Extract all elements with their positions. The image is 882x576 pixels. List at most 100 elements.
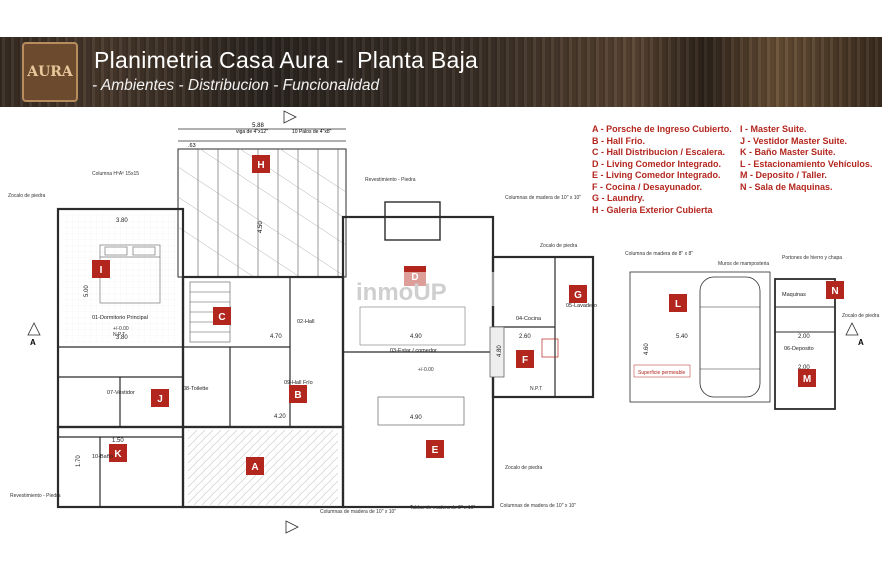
marker-n: N xyxy=(831,286,838,297)
deposito-walls xyxy=(774,278,836,410)
cooktop-icon xyxy=(541,338,559,358)
floor-plan: 5.88 viga de 4"x12" 10 Palos de 4"x8" .6… xyxy=(0,107,882,538)
marker-l: L xyxy=(675,299,681,310)
marker-g: G xyxy=(574,290,582,301)
dining-table-icon xyxy=(377,396,465,426)
superficie-label: Superficie permeable xyxy=(638,370,685,376)
legend-item-h: H - Galeria Exterior Cubierta xyxy=(592,204,713,215)
wood-texture xyxy=(0,37,882,107)
columnas-bottom-1: Columnas de madera de 10" x 10" xyxy=(320,509,396,515)
legend-item-l: L - Estacionamiento Vehículos. xyxy=(740,158,873,169)
dim-380-top: 3.80 xyxy=(116,218,128,224)
legend-item-k: K - Baño Master Suite. xyxy=(740,147,836,157)
bed-icon xyxy=(99,244,161,304)
dim-588: 5.88 xyxy=(252,123,264,129)
header-banner xyxy=(0,37,882,107)
tablas-label: Tablas de madera de 2" x 10" xyxy=(410,505,475,511)
legend-item-m: M - Deposito / Taller. xyxy=(740,170,827,180)
legend-item-c: C - Hall Distribucion / Escalera. xyxy=(592,147,726,157)
dim-490-a: 4.90 xyxy=(410,334,422,340)
columna-hpa: Columna HºAº 15x15 xyxy=(92,171,139,177)
marker-m: M xyxy=(803,374,811,385)
legend-item-a: A - Porsche de Ingreso Cubierto. xyxy=(592,124,732,134)
legend-item-j: J - Vestidor Master Suite. xyxy=(740,135,848,146)
dim-150: 1.50 xyxy=(112,438,124,444)
marker-k-box xyxy=(109,444,127,462)
marker-c-box xyxy=(213,307,231,325)
dim-490-b: 4.90 xyxy=(410,415,422,421)
marker-c: C xyxy=(218,312,225,323)
room-deposito: 06-Deposito xyxy=(784,346,814,352)
superficie-box xyxy=(633,364,691,378)
room-vestidor: 07-Vestidor xyxy=(107,390,135,396)
watermark: inmoUP xyxy=(356,279,447,306)
sofa-icon xyxy=(359,306,466,346)
dim-200-b: 2.00 xyxy=(798,365,810,371)
room-toilette: 08-Toilette xyxy=(183,386,208,392)
kitchen-island-icon xyxy=(489,326,505,378)
legend-col-2: I - Master Suite. J - Vestidor Master Su… xyxy=(740,124,872,193)
room-markers xyxy=(92,155,844,475)
marker-n-box xyxy=(826,281,844,299)
room-bano: 10-Baño xyxy=(92,454,113,460)
section-a-right: A xyxy=(858,338,864,347)
marker-g-box xyxy=(569,285,587,303)
floor-plan-drawing: 5.88 viga de 4"x12" 10 Palos de 4"x8" .6… xyxy=(8,110,879,534)
room-cocina: 04-Cocina xyxy=(516,316,542,322)
legend-col-1: A - Porsche de Ingreso Cubierto. B - Hal… xyxy=(592,124,732,216)
room-hall: 02-Hall xyxy=(297,319,314,325)
bottom-margin xyxy=(0,538,882,576)
dim-470: 4.70 xyxy=(270,334,282,340)
marker-f-box xyxy=(516,350,534,368)
marker-j: J xyxy=(157,394,163,405)
level-estar: +/-0.00 xyxy=(418,367,434,373)
marker-j-box xyxy=(151,389,169,407)
room-hall-frio: 09-Hall Frío xyxy=(284,380,313,386)
legend-item-e: E - Living Comedor Integrado. xyxy=(592,170,721,180)
muros-label: Muros de mamposteria xyxy=(718,261,769,267)
marker-e-box xyxy=(426,440,444,458)
marker-h-box xyxy=(252,155,270,173)
page-subtitle: - Ambientes - Distribucion - Funcionalid… xyxy=(92,77,380,94)
legend: A - Porsche de Ingreso Cubierto. B - Hal… xyxy=(588,120,880,230)
marker-b-box xyxy=(289,385,307,403)
dim-260: 2.60 xyxy=(519,334,531,340)
columnas-bottom-2: Columnas de madera de 10" x 10" xyxy=(500,503,576,509)
marker-e: E xyxy=(432,445,439,456)
marker-b: B xyxy=(294,390,301,401)
marker-h: H xyxy=(257,160,264,171)
room-maquinas: Maquinas xyxy=(782,292,806,298)
zocalo-left: Zocalo de piedra xyxy=(8,193,45,199)
watermark-bg xyxy=(352,272,552,306)
marker-m-box xyxy=(798,369,816,387)
dim-200-a: 2.00 xyxy=(798,334,810,340)
dormitorio-floor xyxy=(62,213,179,343)
interior-walls xyxy=(58,257,556,507)
dim-500: 5.00 xyxy=(84,285,90,297)
marker-a: A xyxy=(251,462,258,473)
zocalo-mid: Zocalo de piedra xyxy=(540,243,577,249)
marker-i-box xyxy=(92,260,110,278)
section-a-left: A xyxy=(30,338,36,347)
fireplace-icon xyxy=(384,201,441,241)
revestimiento-bottom: Revestimiento - Piedra xyxy=(10,493,61,499)
columna-madera: Columna de madera de 8" x 8" xyxy=(625,251,693,257)
dim-460: 4.60 xyxy=(644,343,650,355)
npt-dormitorio: N.P.T xyxy=(113,332,125,338)
logo: AURA xyxy=(22,42,78,102)
legend-item-d: D - Living Comedor Integrado. xyxy=(592,158,722,169)
galeria-pergola xyxy=(177,128,347,278)
garage xyxy=(629,271,771,403)
marker-k: K xyxy=(114,449,122,460)
dim-063: .63 xyxy=(188,143,196,149)
palos-label: 10 Palos de 4"x8" xyxy=(292,129,332,135)
dim-450: 4.50 xyxy=(258,221,264,233)
legend-item-n: N - Sala de Maquinas. xyxy=(740,181,833,192)
dim-540: 5.40 xyxy=(676,334,688,340)
revestimiento-top: Revestimiento - Piedra xyxy=(365,177,416,183)
legend-item-i: I - Master Suite. xyxy=(740,124,807,134)
zocalo-bottom: Zocalo de piedra xyxy=(505,465,542,471)
dim-380-mid: 3.80 xyxy=(116,335,128,341)
dim-170: 1.70 xyxy=(76,455,82,467)
dim-480: 4.80 xyxy=(497,345,503,357)
